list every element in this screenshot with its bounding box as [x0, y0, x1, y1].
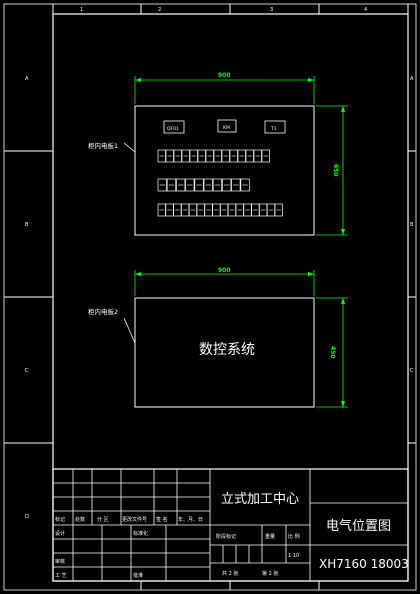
component-block	[231, 178, 241, 192]
zone-letter-d-left: D	[25, 514, 29, 520]
component-block	[157, 149, 166, 163]
panel-2-height-dimension	[316, 297, 348, 408]
panel-1-label-qf: QF01	[167, 126, 179, 132]
panel-2-width-label: 900	[218, 267, 231, 274]
component-block	[261, 149, 270, 163]
panel-1-component-row-3	[157, 203, 283, 217]
component-block	[166, 178, 177, 192]
panel-1-callout: 柜内电板1	[88, 141, 118, 150]
panel-2-outline	[134, 297, 315, 408]
component-block	[185, 178, 195, 192]
panel-1-component-row-1	[157, 149, 270, 163]
component-block	[205, 149, 214, 163]
component-block	[240, 178, 250, 192]
label-stage-mark: 阶段标记	[216, 533, 236, 540]
title-drawing-name: 电气位置图	[326, 518, 391, 534]
panel-1-outline	[134, 105, 315, 236]
label-mark: 标记	[55, 516, 65, 523]
component-block	[176, 178, 186, 192]
panel-2-center-text: 数控系统	[199, 342, 255, 358]
component-block	[245, 149, 254, 163]
title-scale: 1:10	[288, 553, 299, 559]
panel-1-height-label: 650	[332, 164, 339, 177]
zone-number-3: 3	[270, 7, 273, 13]
component-block	[274, 203, 283, 217]
label-review: 审核	[55, 558, 65, 565]
component-block	[157, 178, 167, 192]
panel-1-label-t1: T1	[270, 126, 277, 132]
component-block	[253, 149, 262, 163]
panel-1-width-dimension	[134, 76, 315, 104]
label-standardization: 标准化	[133, 530, 148, 537]
zone-letter-b-left: B	[25, 222, 29, 228]
panel-1-component-row-2	[157, 178, 250, 192]
zone-letter-c-right: C	[410, 368, 414, 374]
component-block	[229, 149, 238, 163]
label-approve: 批准	[133, 572, 143, 579]
zone-letter-b-right: B	[410, 222, 414, 228]
zone-letter-a-right: A	[410, 76, 414, 82]
title-project-name: 立式加工中心	[221, 492, 299, 507]
panel-1-width-label: 900	[218, 72, 231, 79]
component-block	[203, 178, 213, 192]
panel-2: 900 450 柜内电板2 数控系统	[88, 267, 348, 408]
panel-1-height-dimension	[316, 105, 348, 236]
panel-1: 900 650 柜内电板1 QF01 KM T1	[88, 72, 348, 236]
zone-letter-a-left: A	[25, 76, 29, 82]
component-block	[173, 149, 182, 163]
label-ratio: 比 例	[288, 533, 300, 540]
component-block	[237, 149, 246, 163]
title-block	[52, 468, 409, 582]
label-zone: 分 区	[97, 516, 109, 523]
label-weight: 重量	[265, 533, 275, 540]
zone-number-4: 4	[364, 7, 367, 13]
label-date: 年、月、日	[178, 516, 203, 523]
zone-number-1: 1	[80, 7, 83, 13]
component-block	[165, 149, 174, 163]
panel-1-leader	[123, 142, 136, 153]
label-change-doc: 更改文件号	[122, 516, 147, 523]
component-block	[221, 149, 230, 163]
panel-2-callout: 柜内电板2	[88, 307, 118, 316]
component-block	[194, 178, 204, 192]
label-total-sheets: 共 2 张	[222, 570, 238, 577]
panel-1-label-km: KM	[223, 125, 230, 131]
component-block	[181, 149, 190, 163]
panel-2-width-dimension	[134, 270, 315, 296]
zone-letter-c-left: C	[25, 368, 29, 374]
title-drawing-number: XH7160 18003	[319, 557, 409, 571]
label-process: 工 艺	[55, 573, 67, 579]
label-count: 处数	[75, 516, 85, 523]
label-signature: 签 名	[156, 516, 168, 523]
zone-number-2: 2	[158, 7, 161, 13]
component-block	[189, 149, 198, 163]
component-block	[213, 149, 222, 163]
component-block	[197, 149, 206, 163]
panel-2-height-label: 450	[329, 346, 336, 359]
component-block	[222, 178, 232, 192]
label-design: 设计	[55, 530, 65, 537]
label-sheet-no: 第 2 张	[262, 570, 278, 577]
component-block	[212, 178, 223, 192]
panel-2-leader	[123, 317, 136, 344]
